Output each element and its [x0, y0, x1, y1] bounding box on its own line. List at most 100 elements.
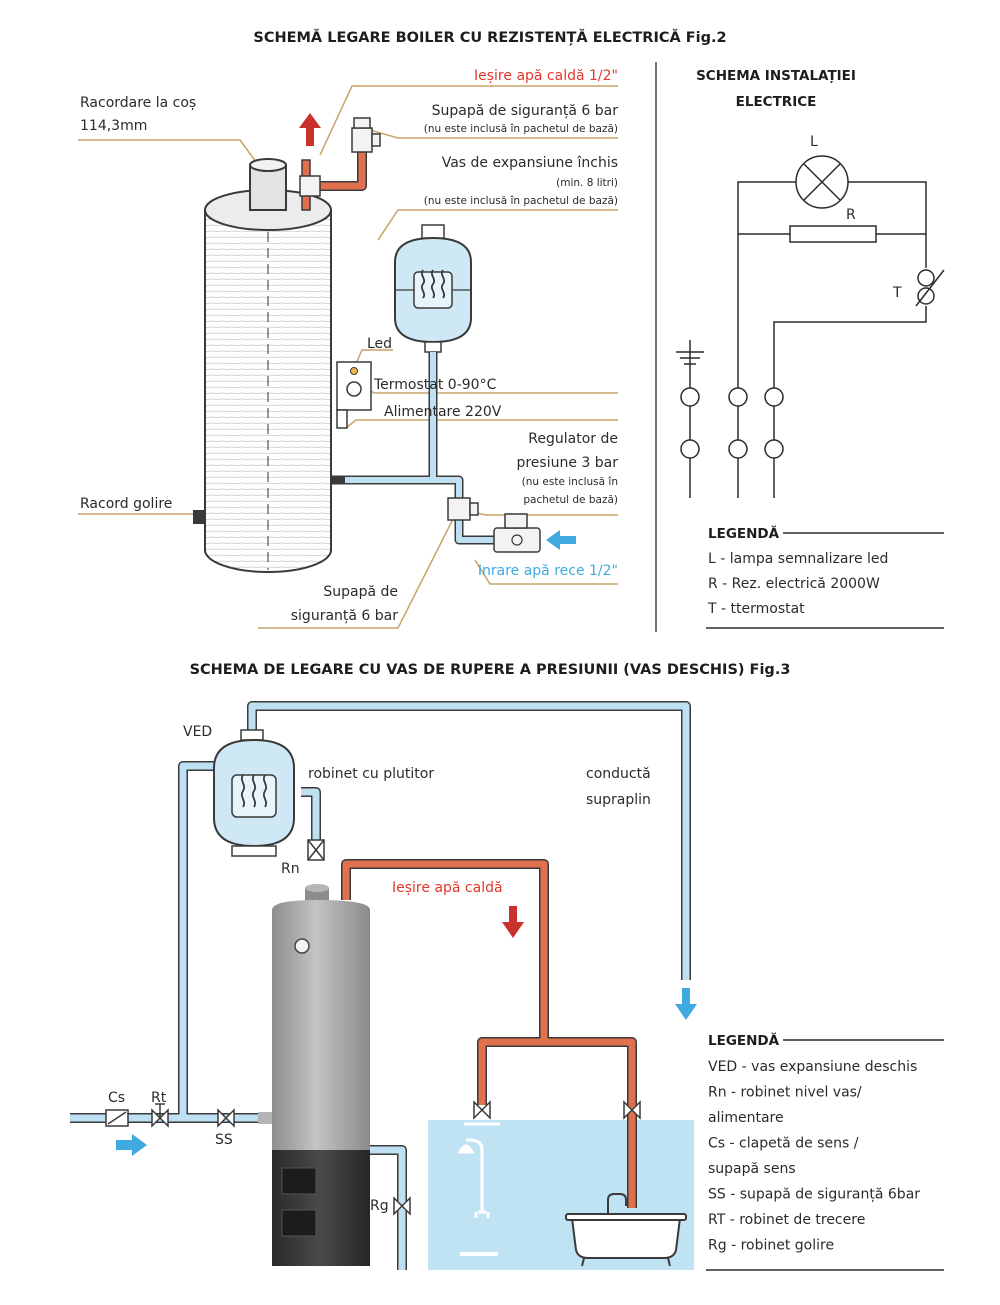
legend-item: L - lampa semnalizare led [708, 551, 888, 567]
legend-item-text: supapă sens [708, 1161, 796, 1177]
drain-fitting [193, 510, 205, 524]
label-iesire-apa-calda-fig3: Ieșire apă caldă [392, 880, 503, 896]
lamp-icon [795, 155, 849, 209]
legend-fig2-title: LEGENDĂ [708, 524, 780, 542]
legend-item-key: T [707, 601, 717, 617]
label-racordare-cos-size: 114,3mm [80, 118, 147, 134]
thermostat-switch-icon [915, 269, 945, 307]
label-intrare-apa-rece: Inrare apă rece 1/2" [478, 563, 618, 579]
terminal-block [680, 387, 784, 459]
rg-valve-icon [393, 1196, 411, 1216]
label-robinet-plutitor: robinet cu plutitor [308, 766, 434, 782]
expansion-vessel [394, 224, 472, 353]
legend-item: T - ttermostat [707, 601, 805, 617]
label-supraplin: supraplin [586, 792, 651, 808]
fig2-title: SCHEMĂ LEGARE BOILER CU REZISTENȚĂ ELECT… [253, 28, 726, 46]
note-vas-expansiune: (nu este inclusă în pachetul de bază) [424, 195, 618, 207]
fig3-title: SCHEMA DE LEGARE CU VAS DE RUPERE A PRES… [190, 662, 791, 678]
ss-valve-icon [217, 1108, 235, 1128]
label-regulator: Regulator de [528, 431, 618, 447]
label-iesire-apa-calda: Ieșire apă caldă 1/2" [474, 68, 618, 84]
legend-item-key: R [708, 576, 718, 592]
legend-item-text: - supapă de siguranță 6bar [726, 1187, 920, 1203]
note-vas-expansiune-min: (min. 8 litri) [556, 177, 618, 189]
legend-item-key: Rn [708, 1085, 727, 1101]
legend-item-text: - ttermostat [717, 601, 806, 617]
ved-open-vessel [213, 729, 295, 857]
legend-item: supapă sens [708, 1161, 796, 1177]
hot-water-pipe [299, 117, 381, 211]
shower-valve-icon [473, 1100, 491, 1120]
legend-item: Cs - clapetă de sens / [708, 1136, 859, 1152]
electric-schematic [676, 181, 927, 498]
label-termostat: Termostat 0-90°C [373, 377, 497, 393]
legend-item-key: RT [708, 1212, 726, 1228]
boiler-tank [204, 189, 332, 573]
hot-water-pipes-fig3 [341, 859, 637, 1208]
label-vas-expansiune: Vas de expansiune închis [442, 155, 618, 171]
rt-valve-icon [151, 1103, 169, 1128]
cold-in-arrow-fig3-icon [116, 1134, 147, 1156]
cs-check-valve-icon [105, 1109, 129, 1127]
overflow-arrow-icon [675, 988, 697, 1020]
legend-item-text: - clapetă de sens / [725, 1136, 859, 1152]
bathtub-icon [565, 1193, 687, 1267]
legend-item-key: SS [708, 1187, 726, 1203]
label-supapa-siguranta-bottom: Supapă de [323, 584, 398, 600]
legend-item-text: alimentare [708, 1110, 784, 1126]
boiler-tank-fig3 [258, 884, 370, 1266]
label-rg: Rg [370, 1198, 389, 1214]
hot-out-arrow-fig3-icon [502, 906, 524, 938]
label-conducta: conductă [586, 766, 651, 782]
legend-item-key: L [708, 551, 716, 567]
resistor-icon [789, 225, 877, 243]
note-regulator-1: (nu este inclusă în [522, 476, 618, 488]
chimney-connector [249, 158, 287, 211]
legend-item: Rg - robinet golire [708, 1238, 834, 1254]
legend-item: VED - vas expansiune deschis [708, 1059, 917, 1075]
legend-item-text: - Rez. electrică 2000W [718, 576, 880, 592]
label-supapa-siguranta-bottom-bar: siguranță 6 bar [291, 608, 398, 624]
label-led: Led [367, 336, 392, 352]
electric-title-2: ELECTRICE [736, 94, 817, 110]
legend-item-text: - lampa semnalizare led [716, 551, 889, 567]
fig2-leader-lines [78, 85, 618, 629]
hot-out-arrow-icon [299, 113, 321, 146]
electric-label-R: R [846, 207, 856, 223]
label-racord-golire: Racord golire [80, 496, 172, 512]
label-cs: Cs [108, 1090, 125, 1106]
label-ved: VED [183, 724, 212, 740]
legend-item-text: - robinet de trecere [725, 1212, 865, 1228]
note-regulator-2: pachetul de bază) [523, 494, 618, 506]
electric-title-1: SCHEMA INSTALAȚIEI [696, 68, 856, 84]
legend-item: alimentare [708, 1110, 784, 1126]
legend-item-key: VED [708, 1059, 737, 1075]
shower-icon [457, 1122, 500, 1256]
rn-valve-icon [307, 839, 325, 861]
label-alimentare: Alimentare 220V [384, 404, 502, 420]
legend-item: R - Rez. electrică 2000W [708, 576, 880, 592]
thermostat-box [336, 361, 372, 429]
label-rn: Rn [281, 861, 300, 877]
legend-item-key: Cs [708, 1136, 725, 1152]
label-regulator-bar: presiune 3 bar [516, 455, 618, 471]
legend-item-text: - vas expansiune deschis [737, 1059, 917, 1075]
legend-item-key: Rg [708, 1238, 727, 1254]
legend-item: SS - supapă de siguranță 6bar [708, 1187, 920, 1203]
electric-label-L: L [810, 134, 818, 150]
label-racordare-cos: Racordare la coș [80, 95, 196, 111]
legend-item-text: - robinet nivel vas/ [727, 1085, 862, 1101]
cold-water-pipe [331, 352, 541, 553]
legend-item: Rn - robinet nivel vas/ [708, 1085, 862, 1101]
electric-label-T: T [892, 285, 902, 301]
bath-valve-icon [623, 1100, 641, 1120]
label-rt: Rt [151, 1090, 167, 1106]
label-ss: SS [215, 1132, 233, 1148]
label-supapa-siguranta-top: Supapă de siguranță 6 bar [432, 103, 619, 119]
cold-in-arrow-icon [546, 530, 576, 550]
note-supapa-siguranta-top: (nu este inclusă în pachetul de bază) [424, 123, 618, 135]
legend-fig3-title: LEGENDĂ [708, 1031, 780, 1049]
